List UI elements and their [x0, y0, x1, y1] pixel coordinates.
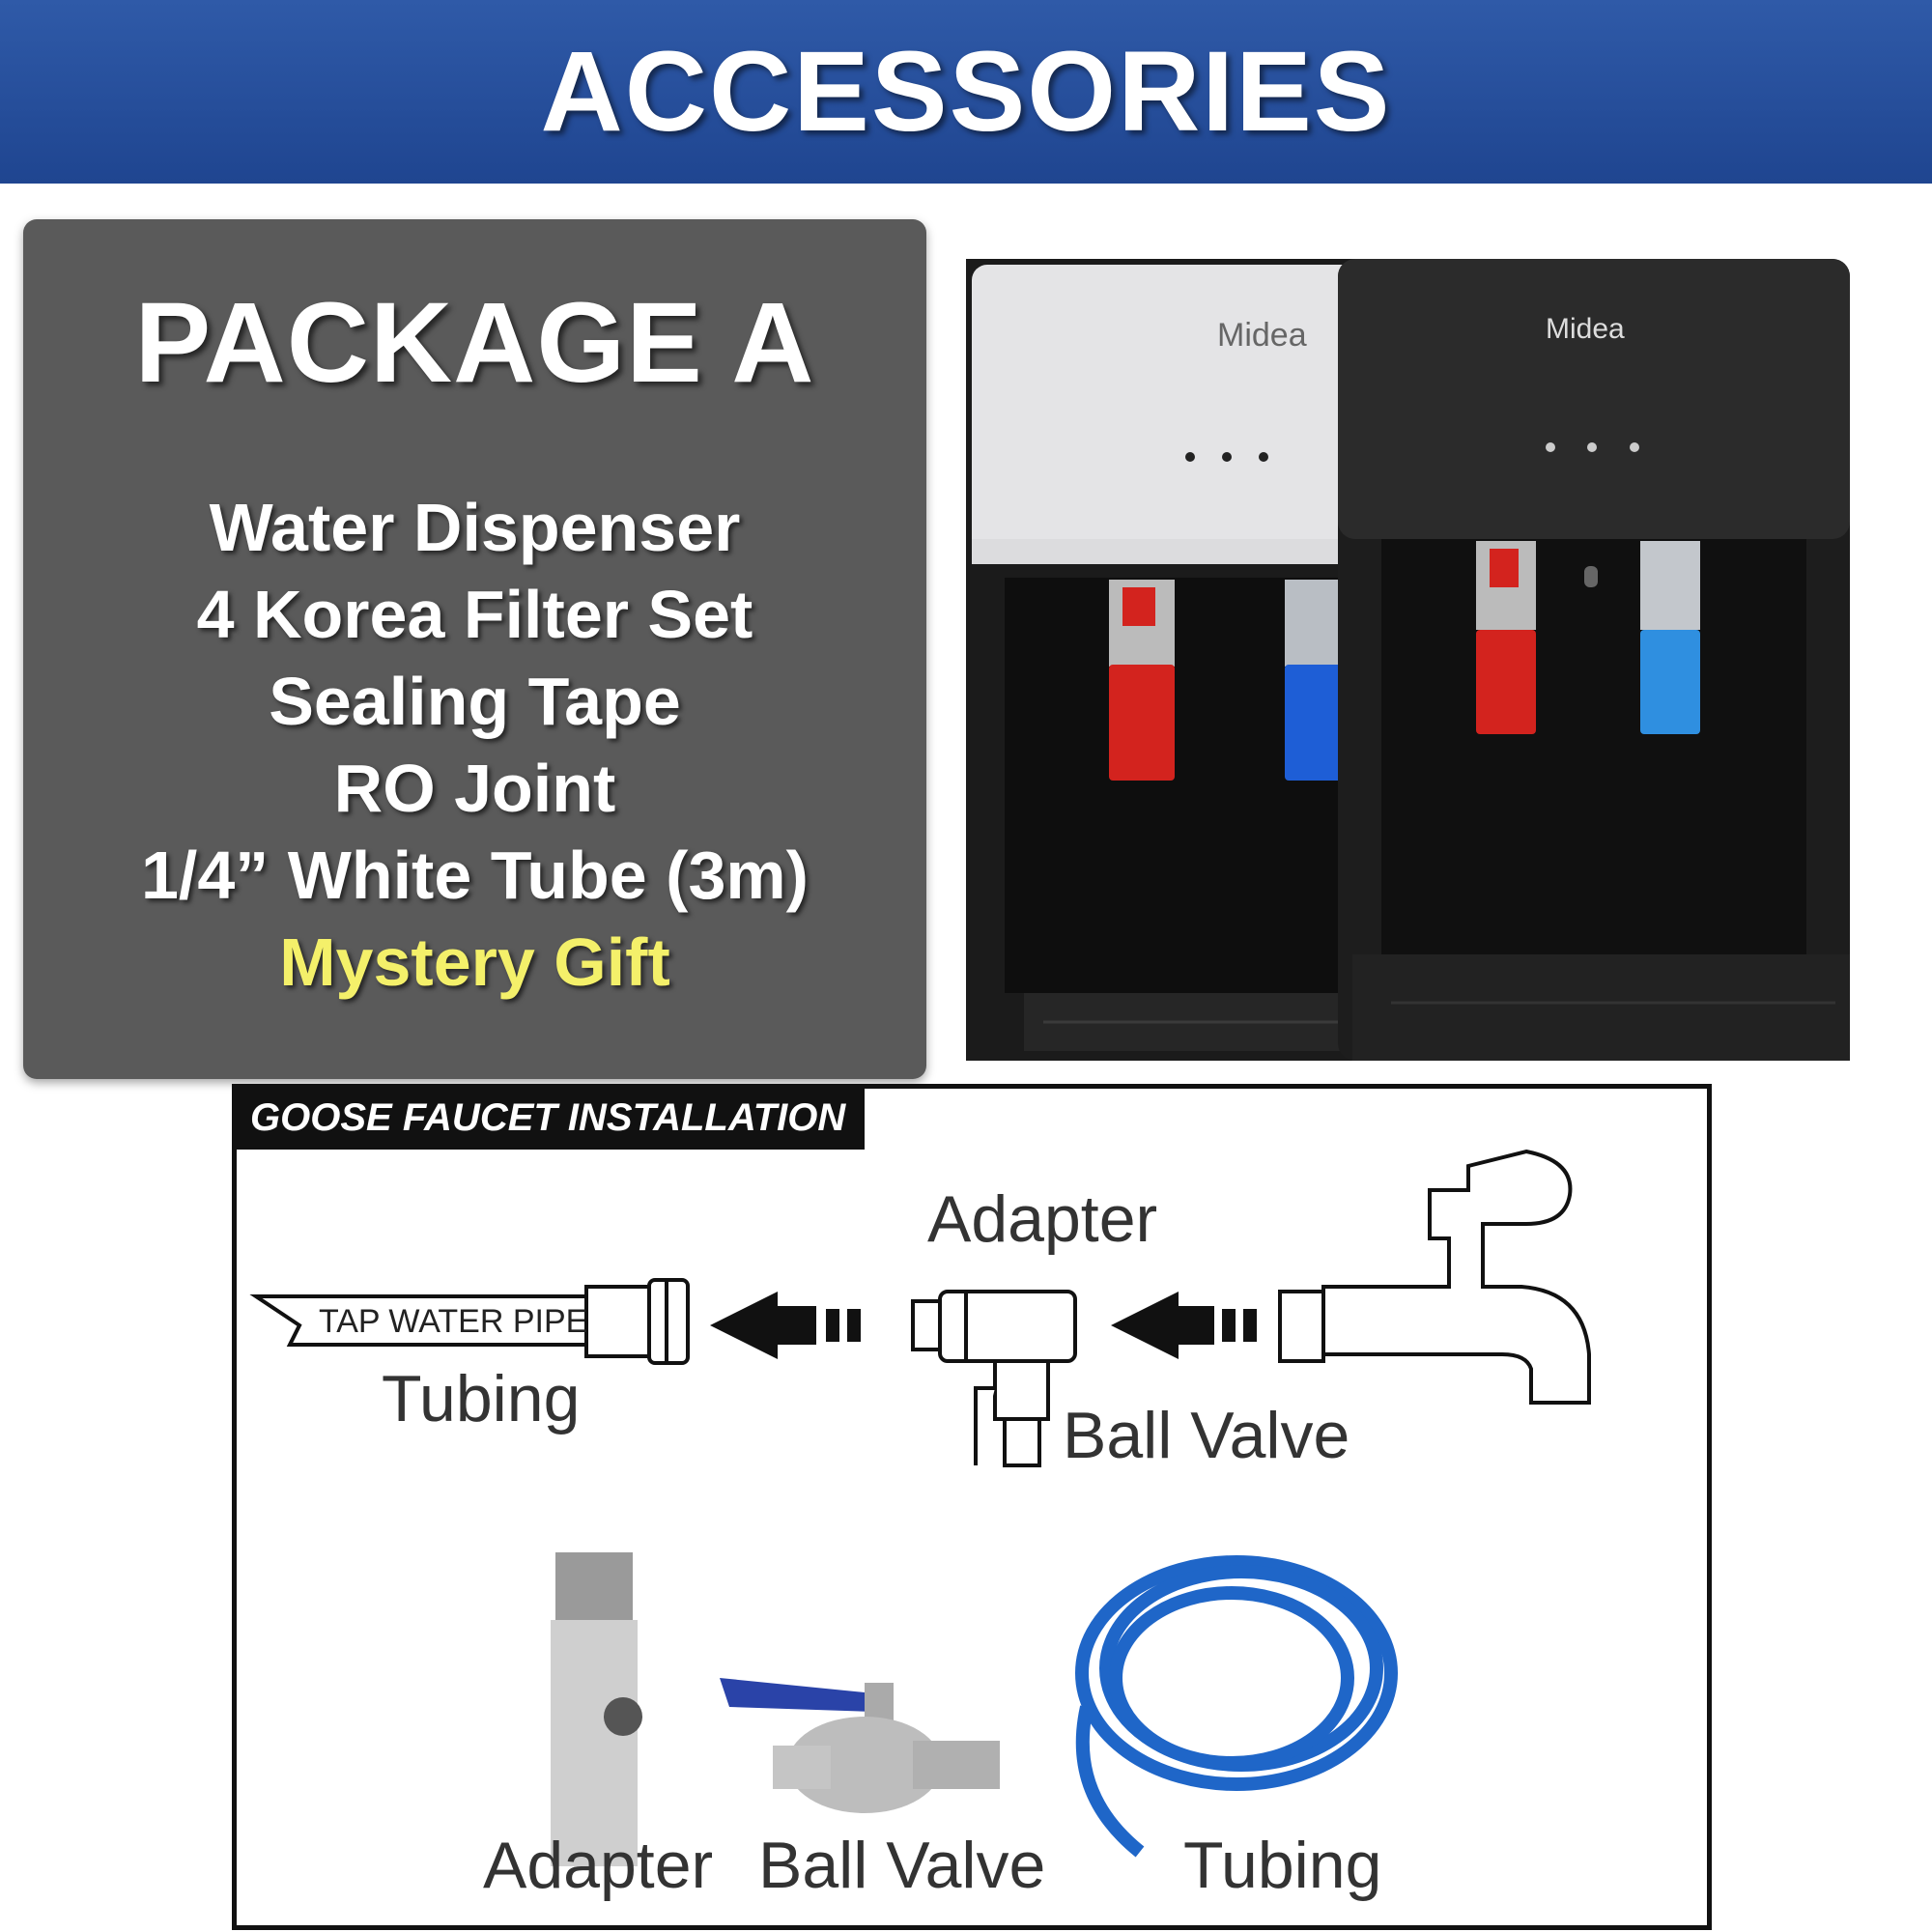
- tubing-coil-photo: [1075, 1555, 1398, 1858]
- package-item: 4 Korea Filter Set: [196, 577, 753, 652]
- pipe-label: TAP WATER PIPE: [319, 1303, 588, 1340]
- brand-logo-left: Midea: [1217, 317, 1307, 354]
- installation-drawing: [249, 1149, 1591, 1866]
- water-dispenser-photo: Midea Midea: [966, 259, 1850, 1061]
- package-item: 1/4” White Tube (3m): [141, 838, 809, 913]
- header-banner: ACCESSORIES: [0, 0, 1932, 184]
- part-label-ball-valve: Ball Valve: [758, 1829, 1046, 1902]
- dispenser-black-unit: Midea: [1338, 259, 1850, 1061]
- arrow-left-icon: [710, 1292, 861, 1359]
- tap-water-pipe: [249, 1278, 690, 1365]
- package-title: PACKAGE A: [134, 279, 815, 407]
- diagram-label-ball-valve: Ball Valve: [1063, 1399, 1350, 1472]
- package-item: RO Joint: [333, 751, 616, 826]
- part-label-adapter: Adapter: [483, 1829, 714, 1902]
- adapter-ball-valve-drawing: [911, 1290, 1077, 1467]
- hot-tap-right: [1476, 541, 1536, 734]
- mystery-gift: Mystery Gift: [279, 924, 670, 1000]
- dispenser-white-unit: Midea: [966, 259, 1372, 1061]
- ball-valve-part-photo: [720, 1678, 1000, 1813]
- installation-diagram: GOOSE FAUCET INSTALLATION TAP WATER PIPE…: [232, 1084, 1712, 1930]
- package-item: Sealing Tape: [269, 664, 681, 739]
- package-item: Water Dispenser: [209, 490, 741, 565]
- adapter-part-photo: [551, 1552, 642, 1866]
- page-title: ACCESSORIES: [540, 28, 1392, 156]
- package-items: Water Dispenser 4 Korea Filter Set Seali…: [23, 484, 926, 1006]
- cold-tap-right: [1640, 541, 1700, 734]
- installation-tag: GOOSE FAUCET INSTALLATION: [237, 1089, 866, 1150]
- hot-tap-left: [1109, 580, 1175, 781]
- faucet-drawing: [1278, 1149, 1591, 1405]
- diagram-label-tubing: Tubing: [382, 1362, 581, 1435]
- package-panel: PACKAGE A Water Dispenser 4 Korea Filter…: [23, 219, 926, 1079]
- diagram-label-adapter: Adapter: [927, 1182, 1158, 1256]
- arrow-left-icon: [1111, 1292, 1257, 1359]
- brand-logo-right: Midea: [1546, 313, 1625, 345]
- part-label-tubing: Tubing: [1183, 1829, 1382, 1902]
